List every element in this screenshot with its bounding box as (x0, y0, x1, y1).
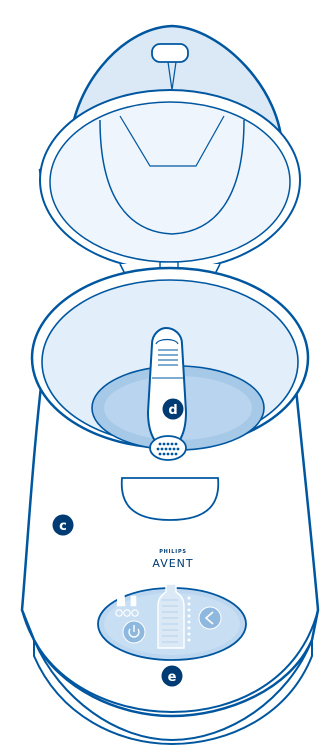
label-c-text: c (59, 519, 67, 534)
power-button[interactable] (123, 621, 145, 643)
label-e-text: e (168, 670, 177, 685)
brand-avent: AVENT (152, 557, 193, 570)
lid (40, 26, 300, 276)
lid-clasp[interactable] (150, 436, 186, 460)
select-button[interactable] (199, 607, 221, 629)
label-c: c (53, 515, 74, 536)
front-window (122, 478, 219, 520)
label-d: d (163, 399, 184, 420)
label-e: e (162, 666, 183, 687)
bottle-holder[interactable] (148, 328, 186, 448)
label-d-text: d (168, 403, 177, 418)
brand-philips: PHILIPS (159, 549, 187, 555)
lid-knob[interactable] (152, 44, 188, 62)
